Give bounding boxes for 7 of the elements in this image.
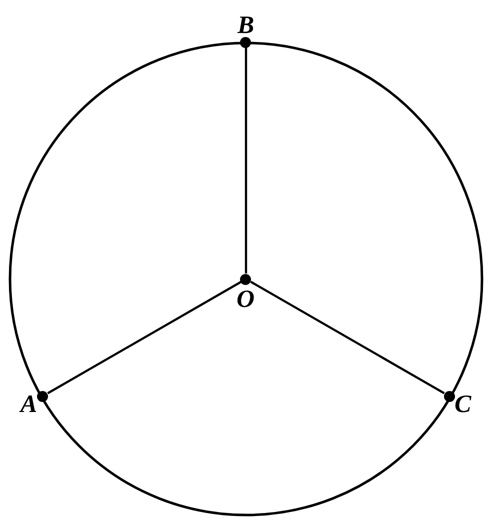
point-label: A	[20, 394, 38, 416]
point-label: C	[454, 394, 472, 416]
point-label: O	[236, 288, 255, 310]
line-segment	[250, 280, 445, 394]
point-label: B	[238, 14, 254, 36]
line-segment	[47, 280, 242, 394]
line-segment	[244, 48, 248, 274]
